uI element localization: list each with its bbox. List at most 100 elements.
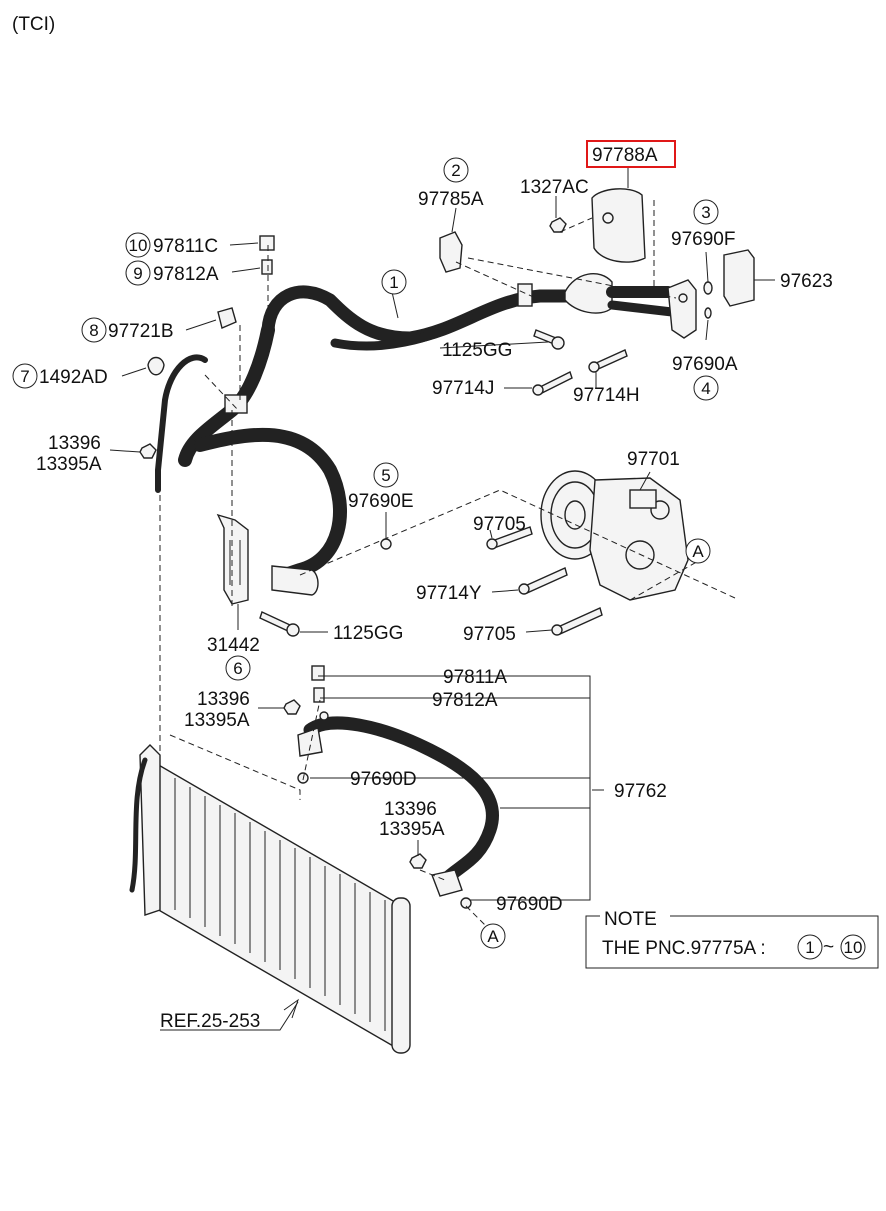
label-97690D-a: 97690D [350,769,417,790]
compressor [540,470,689,601]
valve-core-97812A-top [261,259,273,275]
callout-7: 7 [12,363,38,389]
svg-text:9: 9 [133,264,142,283]
callout-A-hose: A [480,923,506,949]
label-13396-b: 13396 [197,689,250,710]
label-97785A: 97785A [418,189,484,210]
clip-97785A [439,231,463,273]
label-31442: 31442 [207,635,260,656]
expansion-valve-97623 [723,249,755,307]
label-13395A-c: 13395A [379,819,445,840]
note-range-to: 10 [844,938,863,957]
leader-lines [109,166,775,1031]
label-1327AC: 1327AC [520,177,589,198]
label-97705-a: 97705 [473,514,526,535]
callouts: 1 2 3 4 5 6 7 8 9 10 A A [12,157,719,949]
hose-end-fitting [271,565,319,596]
cap-97811A [311,665,325,681]
valve-core-97812A-low [313,687,325,703]
muffler [564,273,613,314]
note-box: NOTE THE PNC.97775A : 1 ~ 10 [585,908,879,969]
label-13395A-a: 13395A [36,454,102,475]
bracket-31442 [216,513,249,605]
callout-4: 4 [693,375,719,401]
part-labels: 97788A 1327AC 97785A 97690F 97623 97811C… [36,140,833,1032]
label-97690F: 97690F [671,229,735,250]
o-ring-97690A [704,307,712,319]
cap-97811C [259,235,275,251]
note-text: THE PNC.97775A : [602,938,766,959]
condenser [129,744,411,1054]
label-97721B: 97721B [108,321,174,342]
svg-text:5: 5 [381,466,390,485]
label-97690A: 97690A [672,354,738,375]
o-ring-97690E [380,538,392,550]
svg-text:4: 4 [701,379,710,398]
label-97811C: 97811C [153,236,218,257]
label-13396-a: 13396 [48,433,101,454]
svg-text:A: A [692,542,704,561]
label-97623: 97623 [780,271,833,292]
svg-text:2: 2 [451,161,460,180]
svg-text:10: 10 [129,236,148,255]
label-1125GG-top: 1125GG [442,340,512,361]
label-97701: 97701 [627,449,680,470]
label-97690E: 97690E [348,491,414,512]
o-ring-97690D-lower [460,897,472,909]
block-fitting [667,279,697,339]
bolt-97705-b [557,607,603,635]
callout-8: 8 [81,317,107,343]
note-range-to-circle [840,934,866,960]
callout-3: 3 [693,199,719,225]
highlight-box-97788A [586,140,676,168]
note-range-sep: ~ [823,937,834,958]
svg-text:7: 7 [20,367,29,386]
cover-97788A [591,188,646,263]
svg-text:3: 3 [701,203,710,222]
label-97811A: 97811A [443,667,507,688]
callout-5: 5 [373,462,399,488]
label-97714J: 97714J [432,378,494,399]
variant-label: (TCI) [12,14,55,35]
hose-bracket-clamp [224,394,248,414]
bolt-1125GG-mid [259,611,291,632]
hose-clamp [517,283,533,307]
sensor-97721B [217,307,237,329]
callout-1: 1 [381,269,407,295]
nut-1327AC [549,217,567,233]
label-97690D-b: 97690D [496,894,563,915]
nut-13396-a [139,443,157,459]
callout-10: 10 [125,232,151,258]
label-1492AD: 1492AD [39,367,108,388]
label-97812A-low: 97812A [432,690,498,711]
label-13396-c: 13396 [384,799,437,820]
callout-9: 9 [125,260,151,286]
svg-text:8: 8 [89,321,98,340]
note-title: NOTE [604,909,657,930]
label-13395A-b: 13395A [184,710,250,731]
o-ring-97690F [703,281,713,295]
nut-13396-c [409,853,427,869]
label-97714Y: 97714Y [416,583,482,604]
label-97812A-top: 97812A [153,264,219,285]
ref-label: REF.25-253 [160,1011,260,1032]
label-97762: 97762 [614,781,667,802]
svg-text:1: 1 [389,273,398,292]
svg-text:6: 6 [233,659,242,678]
callout-2: 2 [443,157,469,183]
nut-13396-b [283,699,301,715]
guide-lines [159,200,736,931]
label-97788A: 97788A [592,145,658,166]
callout-6: 6 [225,655,251,681]
callout-A-compressor: A [685,538,711,564]
hose-upper-assembly [155,273,697,596]
receiver-drier [391,897,411,1054]
note-range-from-circle [797,934,823,960]
label-97714H: 97714H [573,385,640,406]
note-range-from: 1 [805,938,814,957]
label-1125GG-mid: 1125GG [333,623,403,644]
svg-text:A: A [487,927,499,946]
clip-1492AD [147,356,165,376]
